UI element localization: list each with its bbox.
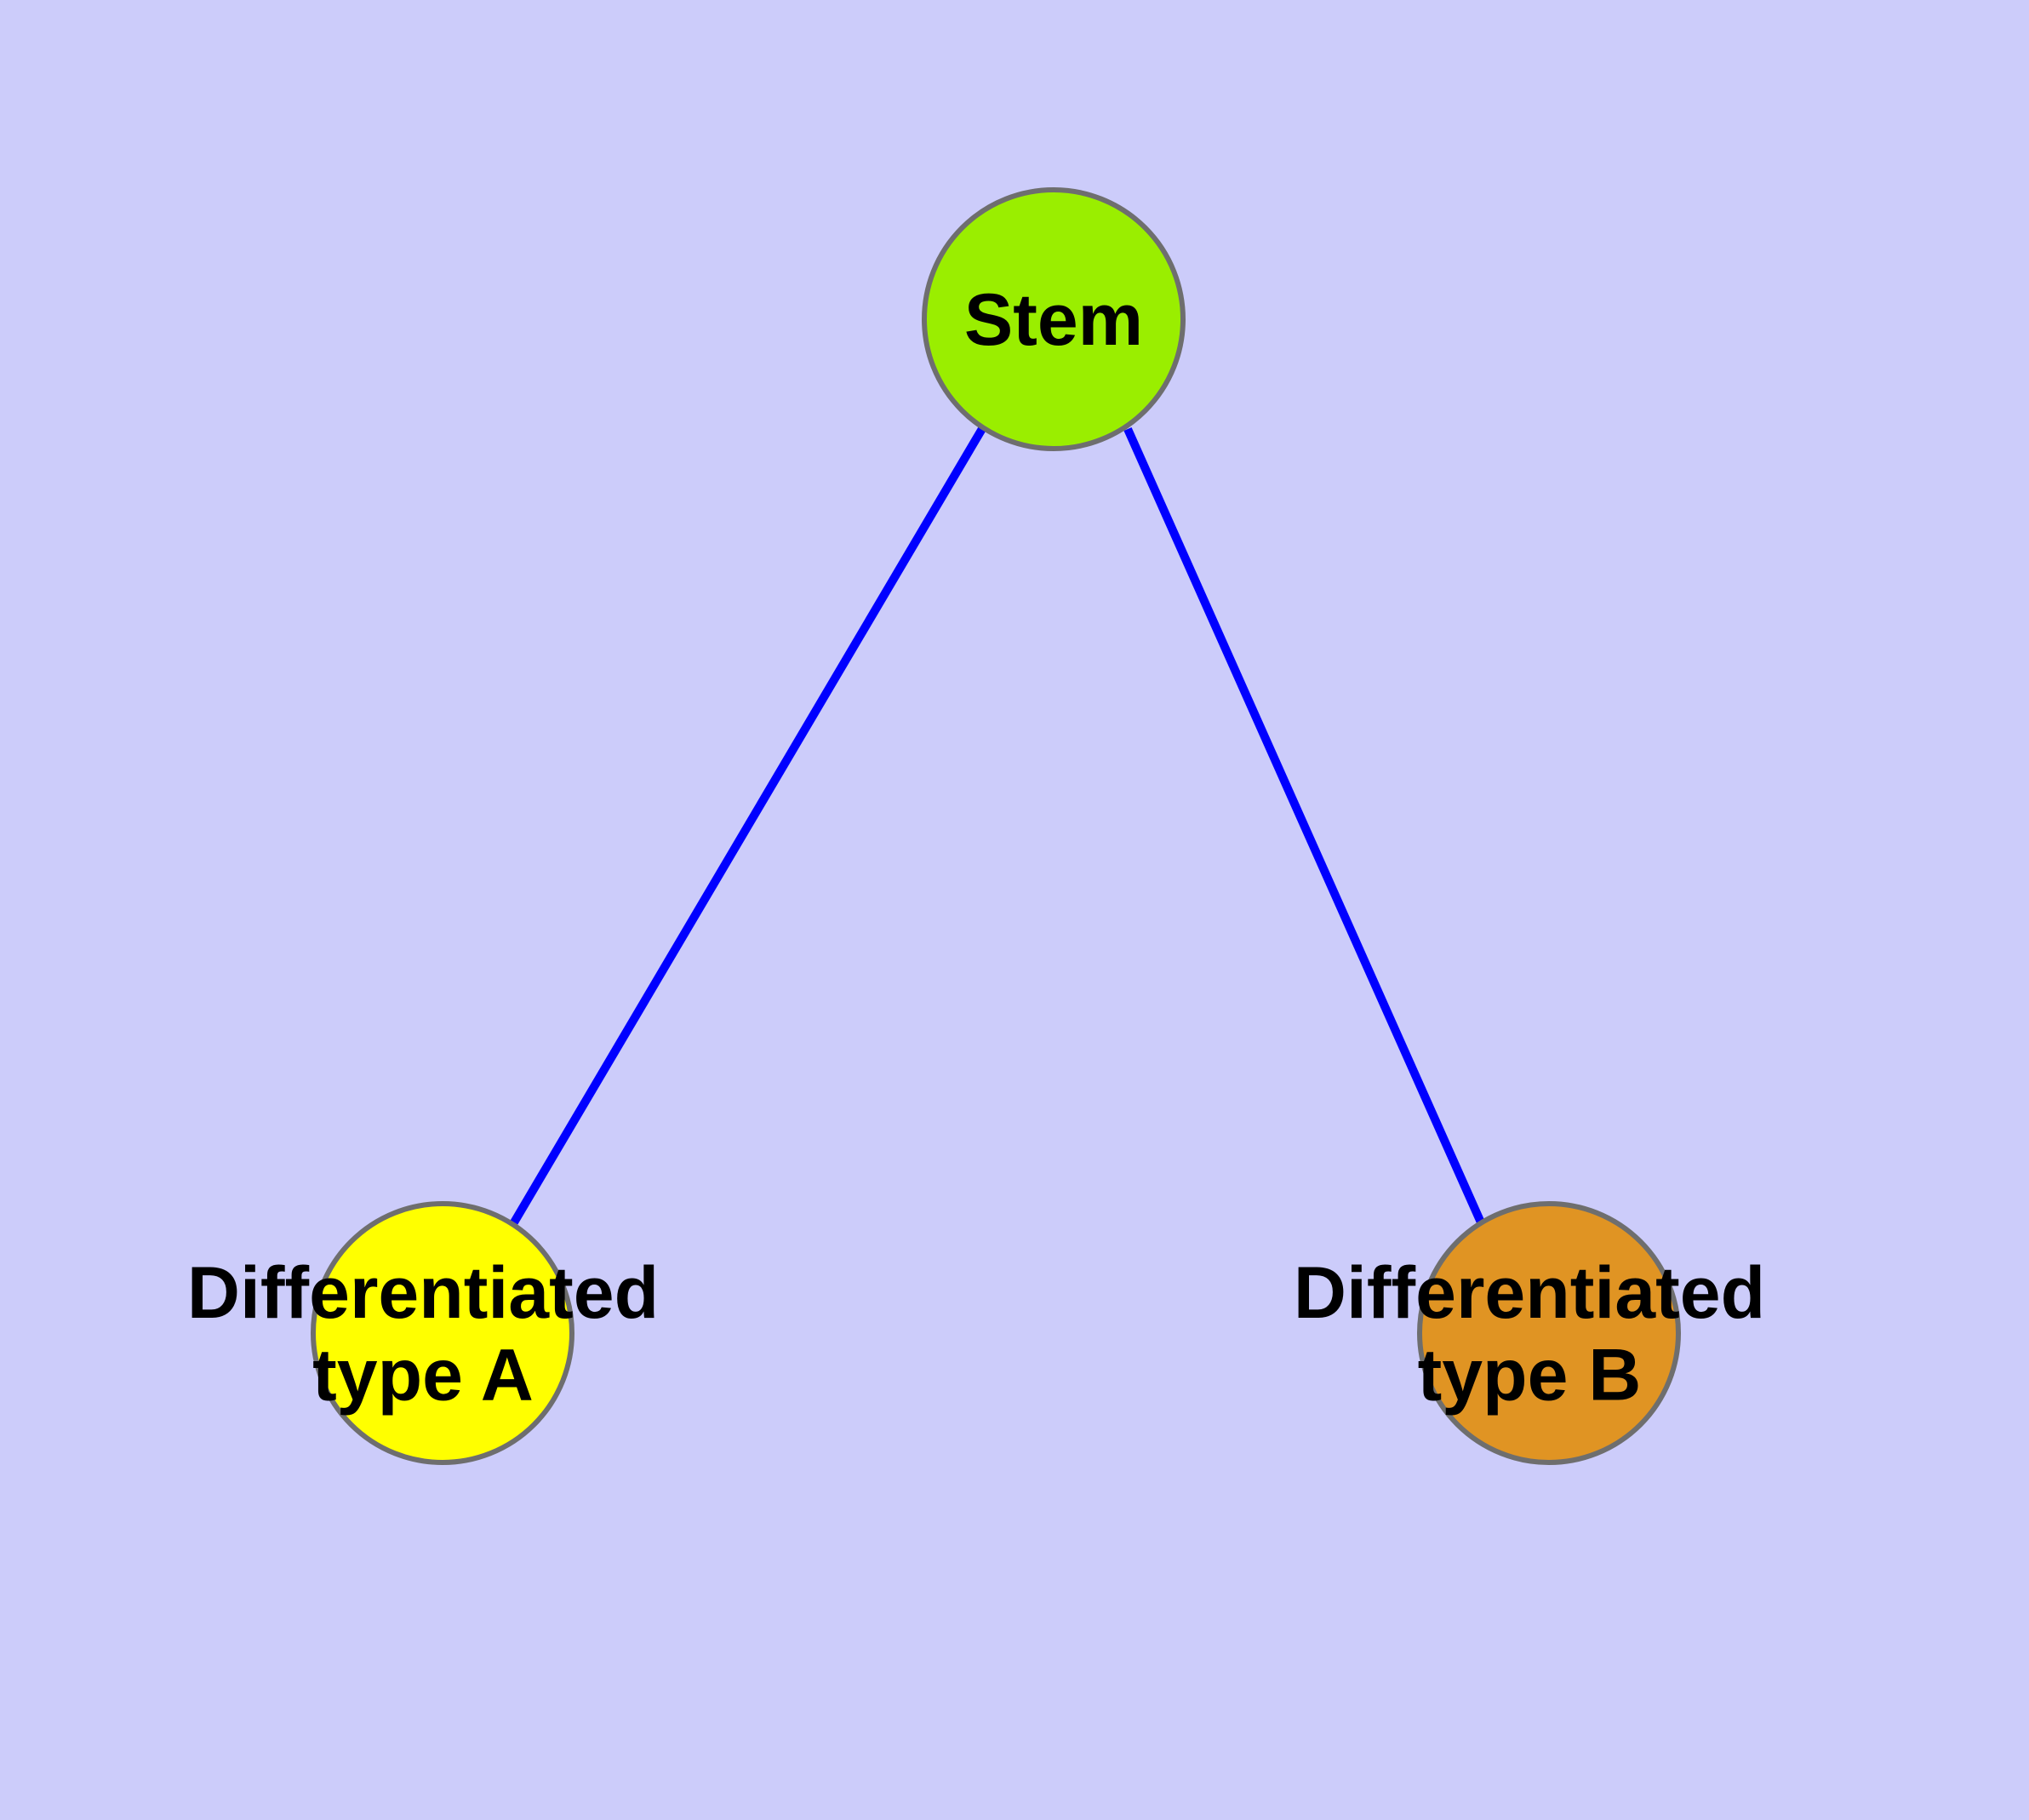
node-label-line: Differentiated bbox=[1294, 1252, 1765, 1334]
node-label-line: Stem bbox=[964, 279, 1143, 361]
graph-node-diff-b[interactable] bbox=[1417, 1201, 1681, 1465]
edges-group bbox=[510, 425, 1485, 1225]
node-label-line: type A bbox=[312, 1334, 534, 1416]
node-label-line: Differentiated bbox=[187, 1252, 659, 1334]
node-label-stem: Stem bbox=[964, 279, 1143, 361]
nodes-group bbox=[311, 187, 1681, 1465]
graph-edge-stem-to-diff-a bbox=[510, 425, 987, 1225]
graph-node-diff-a[interactable] bbox=[311, 1201, 574, 1465]
graph-edge-stem-to-diff-b bbox=[1123, 426, 1485, 1225]
node-label-line: type B bbox=[1418, 1334, 1642, 1416]
graph-node-stem[interactable] bbox=[922, 187, 1186, 451]
